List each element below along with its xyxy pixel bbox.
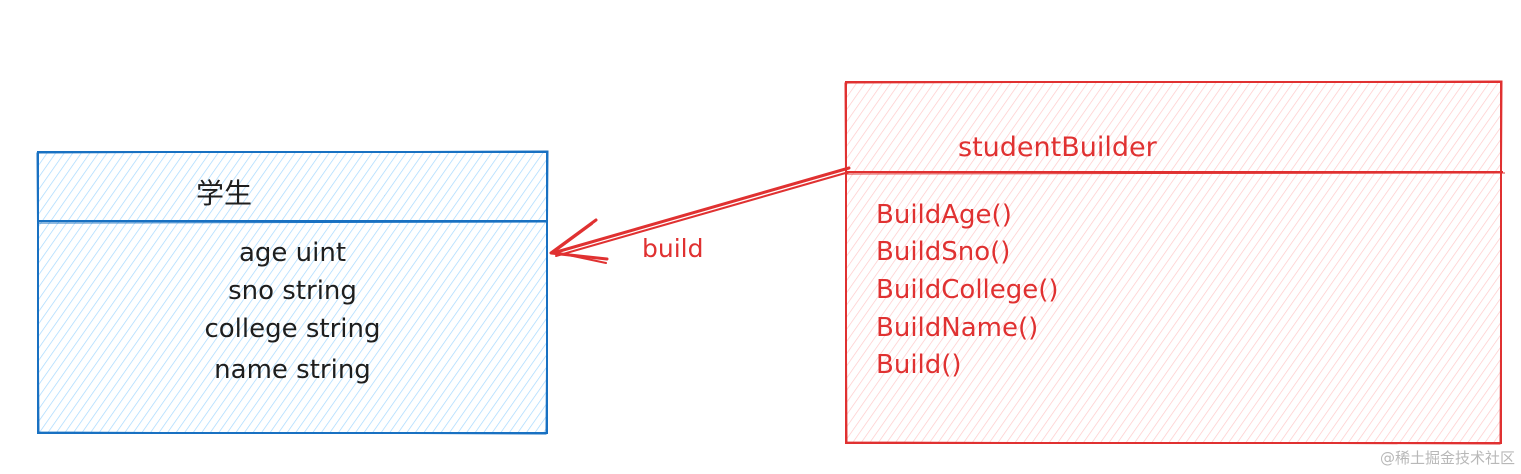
student-box-fill [38, 152, 547, 433]
builder-method: BuildAge() [876, 200, 1012, 230]
builder-box-fill [846, 82, 1501, 443]
builder-class-title: studentBuilder [958, 132, 1157, 163]
builder-method: BuildName() [876, 313, 1039, 343]
builder-header-divider-sketch [846, 172, 1506, 175]
build-arrow-shaft-sketch [555, 171, 850, 257]
student-builder-class-box[interactable] [844, 80, 1506, 445]
builder-method: Build() [876, 350, 962, 380]
watermark: @稀土掘金技术社区 [1379, 449, 1515, 467]
student-class-box[interactable] [36, 150, 549, 435]
builder-method: BuildSno() [876, 237, 1011, 267]
student-field: age uint [238, 238, 347, 268]
student-field: college string [204, 314, 381, 344]
student-box-border-sketch [36, 150, 549, 435]
builder-method: BuildCollege() [876, 275, 1059, 305]
student-field: sno string [228, 276, 357, 306]
build-edge-label: build [642, 234, 704, 263]
builder-box-border-sketch [844, 80, 1503, 445]
student-field: name string [214, 355, 371, 385]
build-arrow-shaft [551, 166, 851, 255]
student-header-divider-sketch [38, 221, 549, 224]
build-arrow[interactable] [549, 166, 851, 264]
build-arrow-head-sketch [553, 223, 607, 264]
student-class-title: 学生 [196, 177, 253, 210]
